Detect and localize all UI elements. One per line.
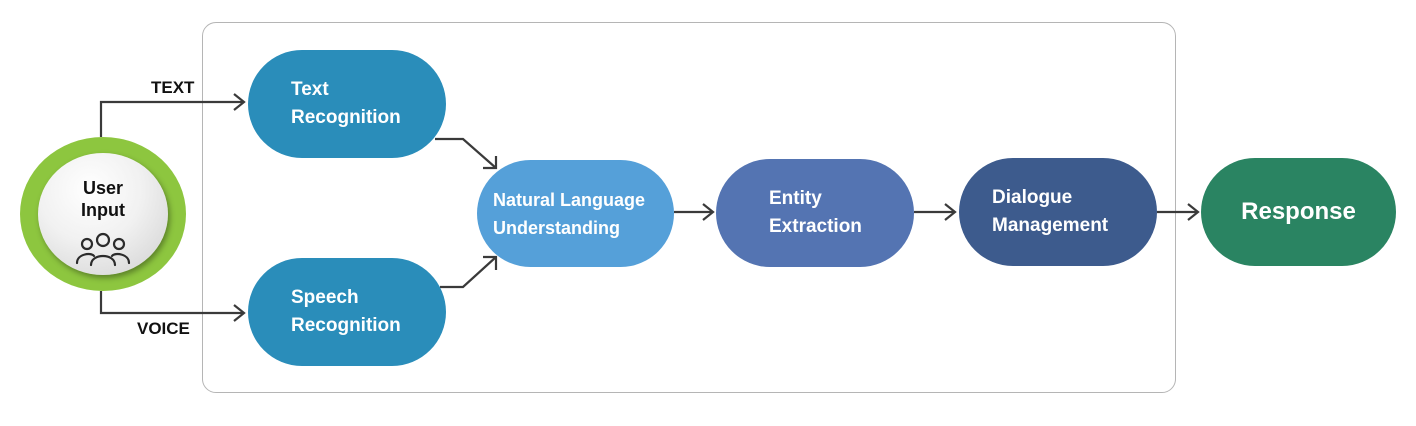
entity-extraction-label: Entity Extraction [769,188,862,237]
response-node: Response [1201,158,1396,266]
text-recognition-node: Text Recognition [248,50,446,158]
entity-extraction-node: Entity Extraction [716,159,914,267]
user-input-badge: User Input [38,153,168,275]
arrowhead-dialogue-to-response [1187,203,1200,221]
user-input-node: User Input [20,137,186,291]
nlu-label: Natural Language Understanding [493,189,646,238]
edge-label-voice: VOICE [137,319,190,338]
connector-speech-to-nlu [440,256,497,289]
edge-label-text: TEXT [151,78,195,97]
nlu-node: Natural Language Understanding [477,160,674,267]
arrowhead-entity-to-dialogue [944,203,957,221]
arrowhead-nlu-to-entity [702,203,715,221]
speech-recognition-label: Speech Recognition [291,287,401,336]
connector-text-to-nlu [435,137,497,169]
dialogue-management-label: Dialogue Management [992,187,1109,236]
speech-recognition-node: Speech Recognition [248,258,446,366]
arrowhead-text-to-nlu [483,156,498,170]
text-recognition-label: Text Recognition [291,79,401,128]
arrowhead-speech-to-nlu [483,255,498,270]
users-icon [75,232,131,267]
arrowhead-voice [233,304,246,322]
connector-text [99,100,244,137]
response-label: Response [1241,198,1356,225]
arrowhead-text [233,93,246,111]
dialogue-management-node: Dialogue Management [959,158,1157,266]
user-input-label: User Input [81,178,125,220]
connector-voice [99,291,244,315]
